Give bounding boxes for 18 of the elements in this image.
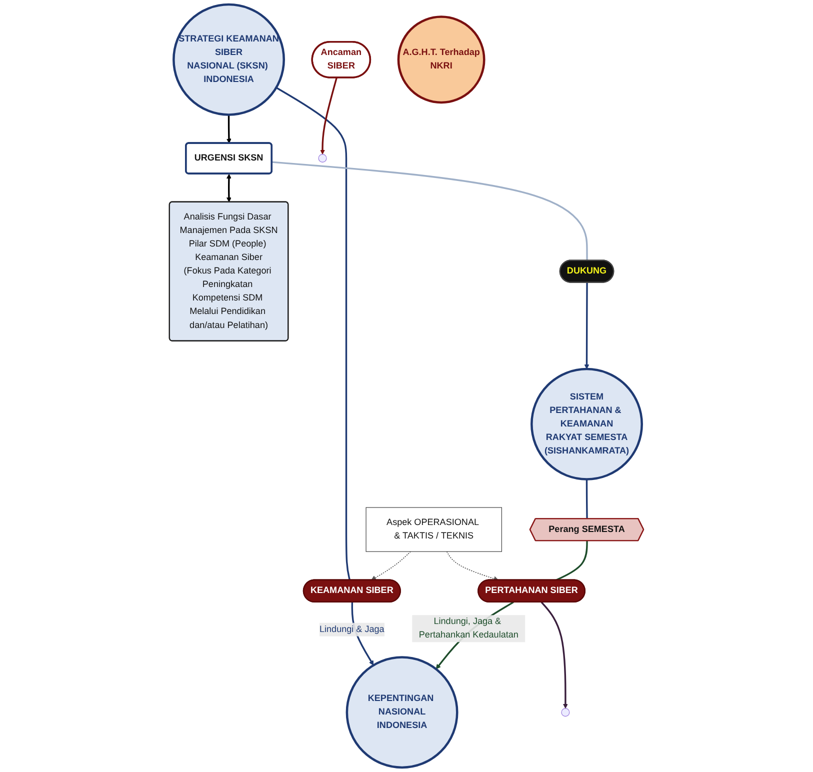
- edge-label: Lindungi & Jaga: [319, 624, 384, 634]
- connector: [272, 161, 588, 261]
- edge-label: Lindungi, Jaga & Pertahankan Kedaulatan: [418, 616, 518, 640]
- arrow: [371, 551, 412, 580]
- node-box: Aspek OPERASIONAL & TAKTIS / TEKNIS: [366, 507, 502, 552]
- arrow: [226, 114, 232, 144]
- node-circle: SISTEM PERTAHANAN & KEAMANAN RAKYAT SEMESTA (SISHANKAMRATA): [530, 368, 643, 480]
- arrow: [540, 602, 568, 709]
- arrow: [584, 282, 590, 370]
- connector: [276, 86, 351, 580]
- connector: [556, 540, 588, 581]
- node-circle: A.G.H.T. Terhadap NKRI: [397, 16, 486, 104]
- connector: [586, 479, 588, 519]
- arrow: [446, 551, 499, 582]
- node-circle: KEPENTINGAN NASIONAL INDONESIA: [346, 656, 458, 769]
- arrow: [226, 174, 232, 202]
- arrow: [320, 77, 338, 155]
- node-circle: STRATEGI KEAMANAN SIBER NASIONAL (SKSN) INDONESIA: [172, 3, 285, 116]
